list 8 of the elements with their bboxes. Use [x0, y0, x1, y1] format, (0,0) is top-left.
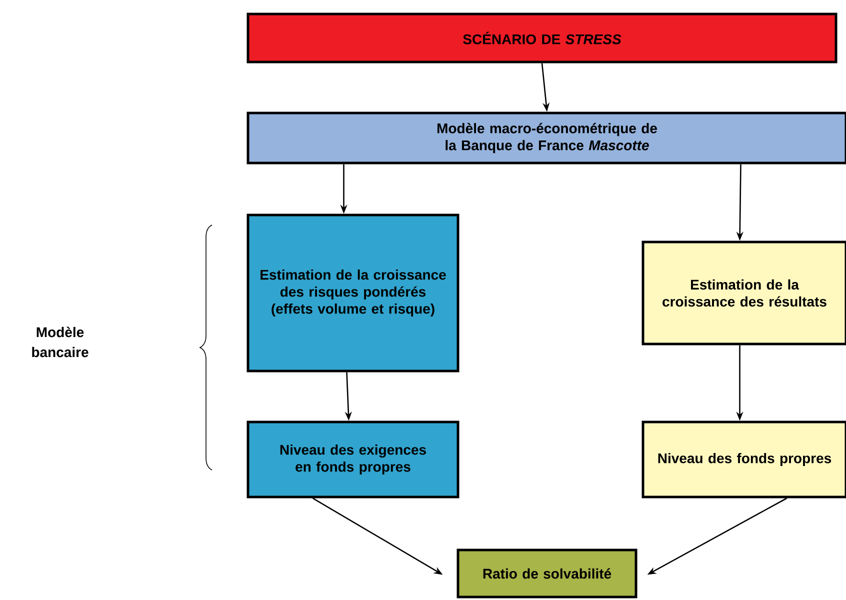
- process-box: Niveau des exigences en fonds propres: [246, 420, 460, 498]
- process-box: SCÉNARIO DE STRESS: [246, 12, 838, 64]
- process-box: Ratio de solvabilité: [456, 548, 638, 598]
- process-box: Modèle macro-économétrique de la Banque de France Mascotte: [246, 112, 846, 164]
- group-label: Modèle bancaire: [32, 326, 88, 358]
- process-box: Niveau des fonds propres: [642, 420, 846, 498]
- process-box: Estimation de la croissance des risques pondérés (effets volume et risque): [246, 214, 460, 372]
- process-box: Estimation de la croissance des résultats: [642, 240, 846, 346]
